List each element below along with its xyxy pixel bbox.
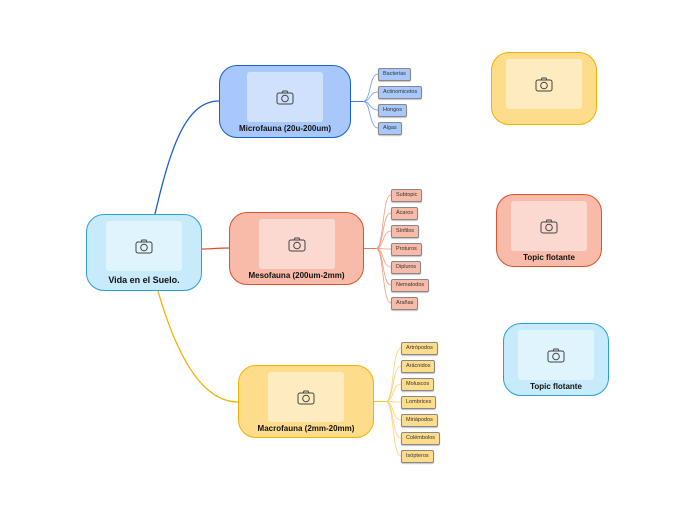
central-topic[interactable]: Vida en el Suelo. <box>86 214 202 291</box>
subtopic[interactable]: Proturos <box>391 243 422 256</box>
camera-icon <box>258 219 335 269</box>
subtopic[interactable]: Hongos <box>378 104 407 117</box>
floating-topic[interactable] <box>491 52 597 125</box>
subtopic[interactable]: Colémbolos <box>401 432 441 445</box>
branch-label: Macrofauna (2mm-20mm) <box>257 424 355 433</box>
subtopic[interactable]: Subtopic <box>391 189 423 202</box>
branch-label: Mesofauna (200um-2mm) <box>248 271 345 280</box>
subtopic[interactable]: Dipluros <box>391 261 422 274</box>
subtopic[interactable]: Ácaros <box>391 207 419 220</box>
branch-macrofauna[interactable]: Macrofauna (2mm-20mm) <box>238 365 374 438</box>
subtopic[interactable]: Nematodos <box>391 279 430 292</box>
camera-icon <box>106 221 182 271</box>
branch-mesofauna[interactable]: Mesofauna (200um-2mm) <box>229 212 364 285</box>
floating-topic[interactable]: Topic flotante <box>503 323 609 396</box>
floating-topic[interactable]: Topic flotante <box>496 194 602 267</box>
subtopic[interactable]: Arañas <box>391 297 419 310</box>
subtopic[interactable]: Lombrices <box>401 396 437 409</box>
subtopic[interactable]: Arácnidos <box>401 360 436 373</box>
subtopic[interactable]: Artrópodos <box>401 342 438 355</box>
subtopic[interactable]: Sínfilos <box>391 225 420 238</box>
subtopic[interactable]: Algas <box>378 122 402 135</box>
subtopic[interactable]: Bacterias <box>378 68 411 81</box>
branch-microfauna[interactable]: Microfauna (20u-200um) <box>219 65 351 138</box>
camera-icon <box>511 201 587 251</box>
camera-icon <box>506 59 582 109</box>
subtopic[interactable]: Miriápodos <box>401 414 438 427</box>
subtopic[interactable]: Actinomicetos <box>378 86 423 99</box>
central-label: Vida en el Suelo. <box>108 275 180 285</box>
subtopic[interactable]: Moluscos <box>401 378 435 391</box>
camera-icon <box>518 330 594 380</box>
branch-label: Microfauna (20u-200um) <box>238 124 332 133</box>
camera-icon <box>247 72 323 122</box>
floating-topic-label: Topic flotante <box>523 253 575 262</box>
camera-icon <box>268 372 344 422</box>
subtopic[interactable]: Isópteros <box>401 450 434 463</box>
floating-topic-label: Topic flotante <box>530 382 582 391</box>
